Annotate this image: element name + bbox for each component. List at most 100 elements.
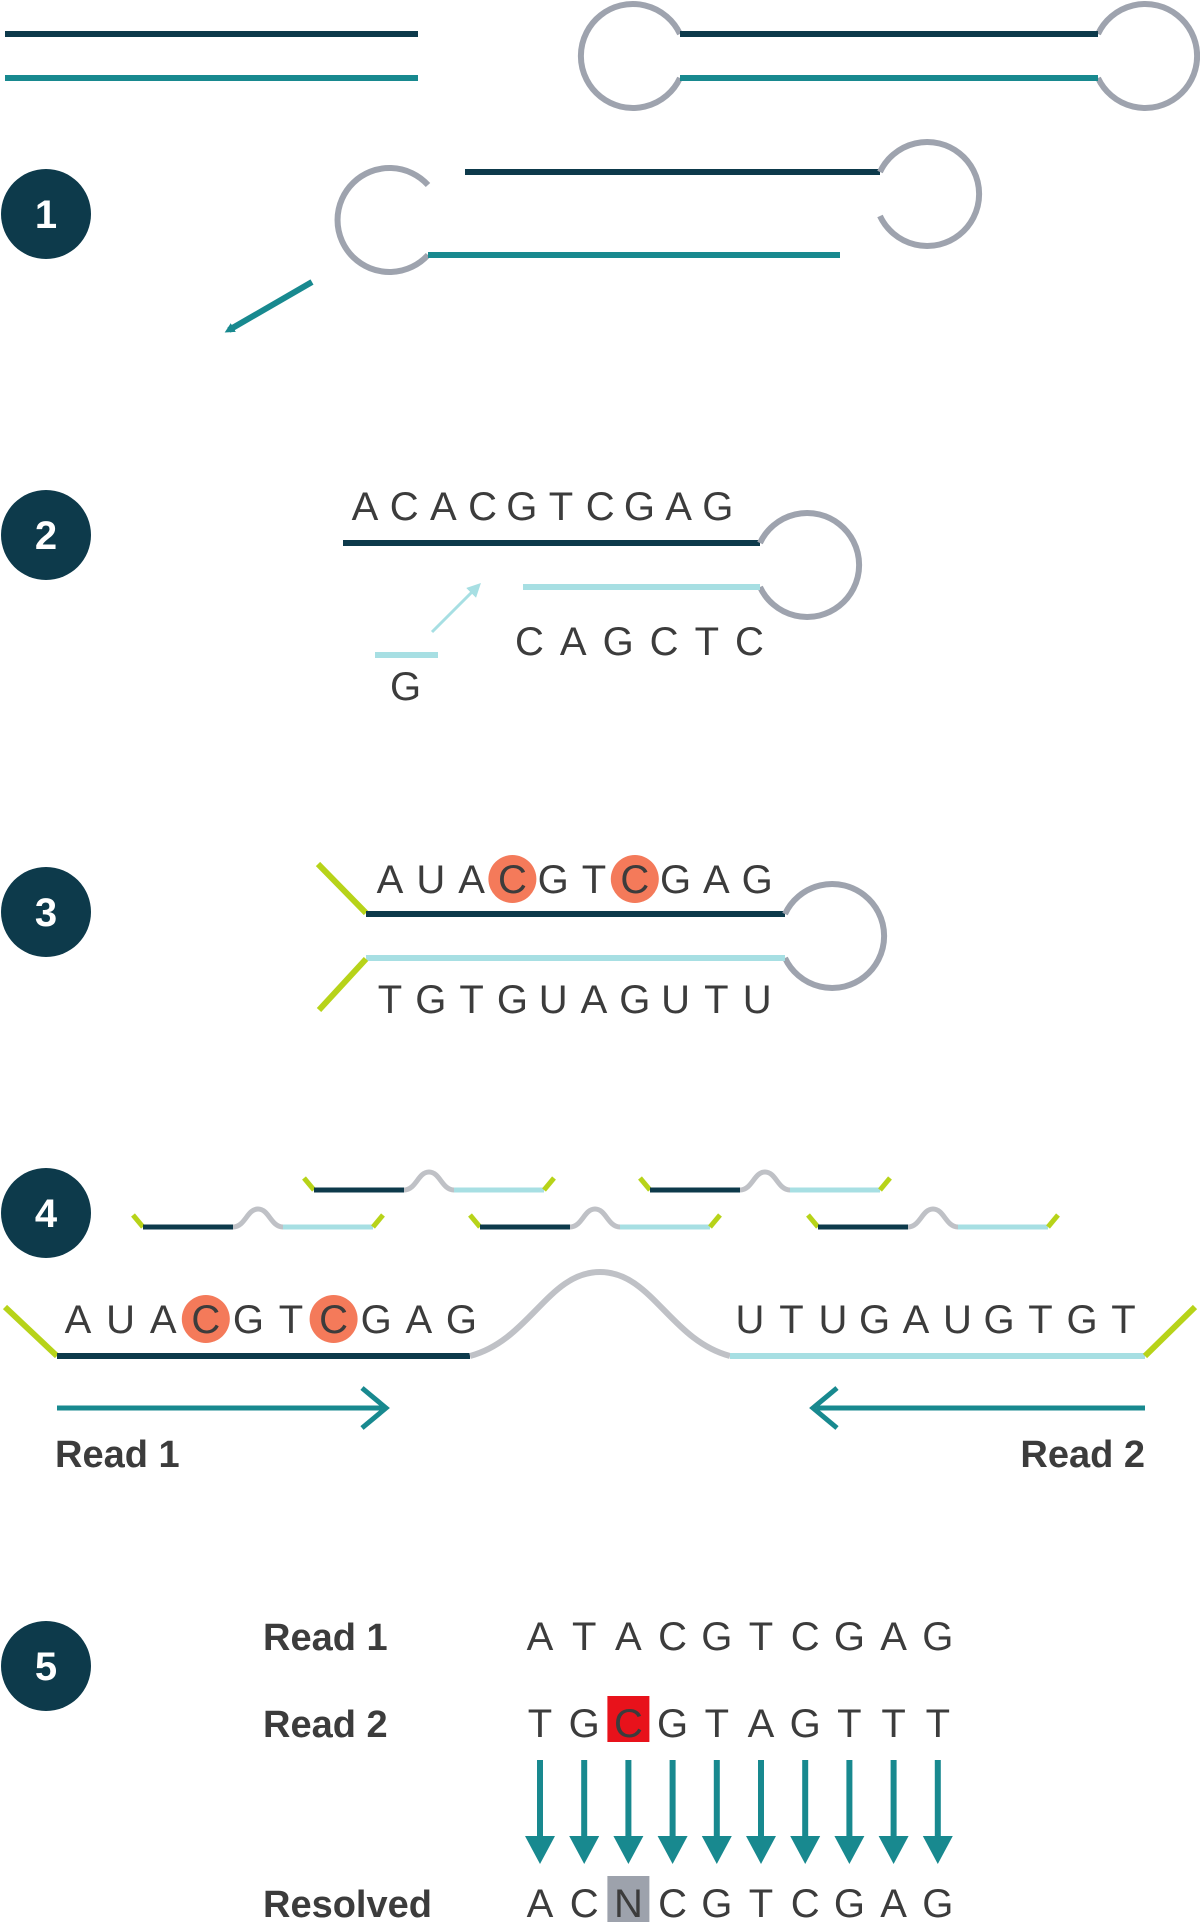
step-3-bottom-base-5: U xyxy=(539,978,568,1022)
step-5-read-2-base-10: T xyxy=(926,1702,950,1746)
step-5-resolved-base-9: A xyxy=(880,1882,907,1926)
step-2-top-base-4: C xyxy=(468,485,497,529)
step-4-right-base-7: G xyxy=(983,1298,1014,1342)
step-5-read-1-base-10: G xyxy=(922,1615,953,1659)
step-3-top-base-5: G xyxy=(538,858,569,902)
library-fragment-5 xyxy=(806,1206,1060,1230)
step-2-top-base-7: C xyxy=(586,485,615,529)
resolve-arrow-9 xyxy=(878,1760,909,1864)
step-3-badge: 3 xyxy=(1,867,91,957)
read-2-arrow xyxy=(809,1386,1145,1430)
step-2-top-base-8: G xyxy=(624,485,655,529)
step-3-bottom-base-10: U xyxy=(743,978,772,1022)
step-4-right-base-4: G xyxy=(859,1298,890,1342)
step-5-read-1-base-6: T xyxy=(749,1615,773,1659)
resolve-arrow-1 xyxy=(525,1760,555,1864)
read-2-label: Read 2 xyxy=(1020,1434,1145,1476)
step-4-right-adapter xyxy=(1142,1304,1198,1359)
step-3-top-base-4: C xyxy=(498,858,527,902)
step-5-read-1-label: Read 1 xyxy=(263,1617,388,1659)
step-5-resolved-base-6: T xyxy=(749,1882,773,1926)
step-5-resolved-box-3 xyxy=(607,1876,650,1922)
step-3-top-base-2: U xyxy=(416,858,445,902)
step-4-number: 4 xyxy=(35,1192,58,1236)
step-5-resolved-base-7: C xyxy=(791,1882,820,1926)
separated-right-loop xyxy=(877,139,983,249)
step-5-read-2-base-7: G xyxy=(790,1702,821,1746)
step-3-bottom-base-7: G xyxy=(619,978,650,1022)
step-3-top-adapter xyxy=(315,861,369,916)
step-1-number: 1 xyxy=(35,193,57,237)
step-4-right-base-5: A xyxy=(903,1298,930,1342)
read-1-arrow xyxy=(57,1386,390,1430)
step-5-read-1-base-3: A xyxy=(615,1615,642,1659)
right-hairpin-loop xyxy=(1095,1,1200,111)
library-fragment-1 xyxy=(302,1169,556,1193)
step-3-top-base-7: C xyxy=(620,858,649,902)
step-4-left-adapter xyxy=(2,1304,60,1359)
step-4-left-base-4: C xyxy=(191,1298,220,1342)
step-5-read-2-base-8: T xyxy=(837,1702,861,1746)
left-hairpin-loop xyxy=(577,1,683,111)
step-5-read-2-base-1: T xyxy=(528,1702,552,1746)
step-2-top-base-10: G xyxy=(702,485,733,529)
resolve-arrow-8 xyxy=(834,1760,865,1864)
step-2-bottom-sequence: CAGCTC xyxy=(515,620,780,664)
step-5-read-1-base-8: G xyxy=(834,1615,865,1659)
step-5-read-2-base-9: T xyxy=(881,1702,905,1746)
step-4-left-base-10: G xyxy=(446,1298,477,1342)
step-4-left-highlight-4 xyxy=(181,1295,230,1343)
resolve-arrow-7 xyxy=(790,1760,821,1864)
step-5-read-1-base-9: A xyxy=(880,1615,907,1659)
step-5-resolved-base-5: G xyxy=(701,1882,732,1926)
resolve-arrow-10 xyxy=(922,1760,953,1864)
step-1-badge: 1 xyxy=(1,169,91,259)
step-3-bottom-adapter xyxy=(316,956,369,1013)
step-5-read-1-base-2: T xyxy=(572,1615,596,1659)
resolve-arrow-3 xyxy=(613,1760,644,1864)
library-fragment-4 xyxy=(468,1206,722,1230)
library-fragments xyxy=(131,1169,1060,1230)
hairpin-adapted-molecule xyxy=(577,1,1200,111)
step-4-left-base-9: A xyxy=(405,1298,432,1342)
resolve-arrow-5 xyxy=(701,1760,732,1864)
separation-arrow xyxy=(224,279,314,333)
step-2-top-base-1: A xyxy=(352,485,379,529)
resolve-arrow-4 xyxy=(657,1760,688,1864)
step-5-read-1-base-7: C xyxy=(791,1615,820,1659)
step-3-hairpin-loop xyxy=(782,881,888,991)
step-5-read-2-base-2: G xyxy=(569,1702,600,1746)
step-5-resolved-base-8: G xyxy=(834,1882,865,1926)
step-4-right-base-1: U xyxy=(736,1298,765,1342)
step-5-read-2-label: Read 2 xyxy=(263,1704,388,1746)
step-3-bottom-base-8: U xyxy=(661,978,690,1022)
step-2-badge: 2 xyxy=(1,490,91,580)
step-5-resolved-label: Resolved xyxy=(263,1884,432,1926)
step-3-top-base-9: A xyxy=(703,858,730,902)
step-3-top-base-3: A xyxy=(458,858,485,902)
step-5-resolved-base-3: N xyxy=(614,1882,643,1926)
step-2-top-base-3: A xyxy=(430,485,457,529)
read-1-label: Read 1 xyxy=(55,1434,180,1476)
step-4-right-base-6: U xyxy=(943,1298,972,1342)
step-5-read-2-box-3 xyxy=(607,1696,650,1742)
step-3-number: 3 xyxy=(35,891,57,935)
resolve-arrow-2 xyxy=(569,1760,600,1864)
step-5-read-1-base-5: G xyxy=(701,1615,732,1659)
step-2-hairpin-loop xyxy=(757,510,863,620)
step-5-number: 5 xyxy=(35,1645,57,1689)
input-dsdna xyxy=(5,31,418,81)
step-3-top-base-1: A xyxy=(377,858,404,902)
step-4-badge: 4 xyxy=(1,1168,91,1258)
step-4-left-base-5: G xyxy=(233,1298,264,1342)
step-5-resolved-base-4: C xyxy=(658,1882,687,1926)
step-3-bottom-base-1: T xyxy=(378,978,402,1022)
